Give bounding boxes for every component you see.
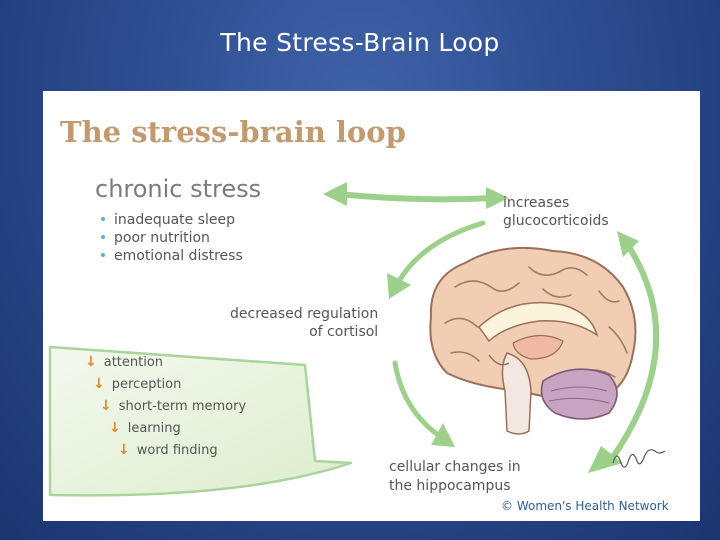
hippocampus [488, 354, 510, 366]
outer-arrowhead-bottom [588, 446, 623, 473]
figure-graphics [48, 182, 666, 497]
effect-item: ↓ perception [93, 376, 181, 392]
cerebellum [540, 368, 618, 420]
increases-glucocorticoids-label: increases glucocorticoids [503, 194, 609, 230]
figure-heading: The stress-brain loop [60, 115, 406, 149]
down-arrow-icon: ↓ [109, 420, 121, 436]
effect-label: attention [103, 355, 164, 370]
effects-bubble [48, 345, 353, 497]
copyright-credit: © Women's Health Network [501, 499, 669, 513]
decreased-regulation-line-2: of cortisol [309, 324, 379, 340]
outer-arrowhead-top [617, 231, 639, 257]
down-arrow-icon: ↓ [118, 442, 130, 458]
down-arrow-icon: ↓ [93, 376, 105, 392]
effect-label: word finding [136, 443, 218, 458]
inner-arrow-bottom [392, 360, 444, 440]
inner-arrowhead-bottom [431, 423, 455, 447]
corpus-callosum [478, 301, 599, 343]
cerebrum [429, 246, 637, 400]
brainstem [501, 352, 532, 435]
increases-line-1: increases [503, 195, 570, 211]
thalamus [512, 334, 564, 360]
list-item: inadequate sleep [101, 211, 243, 229]
cause-label: emotional distress [114, 248, 243, 264]
inner-arrow-top [396, 220, 486, 284]
slide-title: The Stress-Brain Loop [220, 28, 500, 57]
effect-label: perception [111, 377, 182, 392]
effect-item: ↓ attention [85, 354, 163, 370]
stress-brain-figure: The stress-brain loop chronic stress ina… [43, 91, 700, 521]
outer-loop-arrow [610, 238, 660, 460]
brain-illustration [429, 246, 637, 435]
cause-label: inadequate sleep [114, 212, 236, 228]
bullet-dot [101, 234, 105, 239]
chronic-stress-title: chronic stress [95, 175, 262, 203]
down-arrow-icon: ↓ [85, 354, 97, 370]
decreased-regulation-line-1: decreased regulation [230, 306, 379, 322]
effect-item: ↓ learning [109, 420, 181, 436]
top-double-arrow [323, 182, 509, 209]
effect-item: ↓ word finding [118, 442, 218, 458]
bullet-dot [101, 216, 105, 221]
effect-item: ↓ short-term memory [100, 398, 246, 414]
down-arrow-icon: ↓ [100, 398, 112, 414]
inner-arrowhead-top [387, 273, 411, 299]
cellular-changes-line-2: the hippocampus [389, 478, 511, 494]
signature [612, 449, 666, 468]
list-item: emotional distress [101, 247, 243, 265]
cellular-changes-line-1: cellular changes in [389, 459, 521, 475]
cellular-changes-label: cellular changes in the hippocampus [389, 458, 521, 496]
cause-label: poor nutrition [114, 230, 210, 246]
effect-label: learning [127, 421, 181, 436]
decreased-regulation-label: decreased regulation of cortisol [230, 305, 378, 341]
effect-label: short-term memory [118, 399, 247, 414]
stress-causes-list: inadequate sleep poor nutrition emotiona… [101, 211, 243, 265]
increases-line-2: glucocorticoids [503, 213, 609, 229]
list-item: poor nutrition [101, 229, 243, 247]
bullet-dot [101, 252, 105, 257]
